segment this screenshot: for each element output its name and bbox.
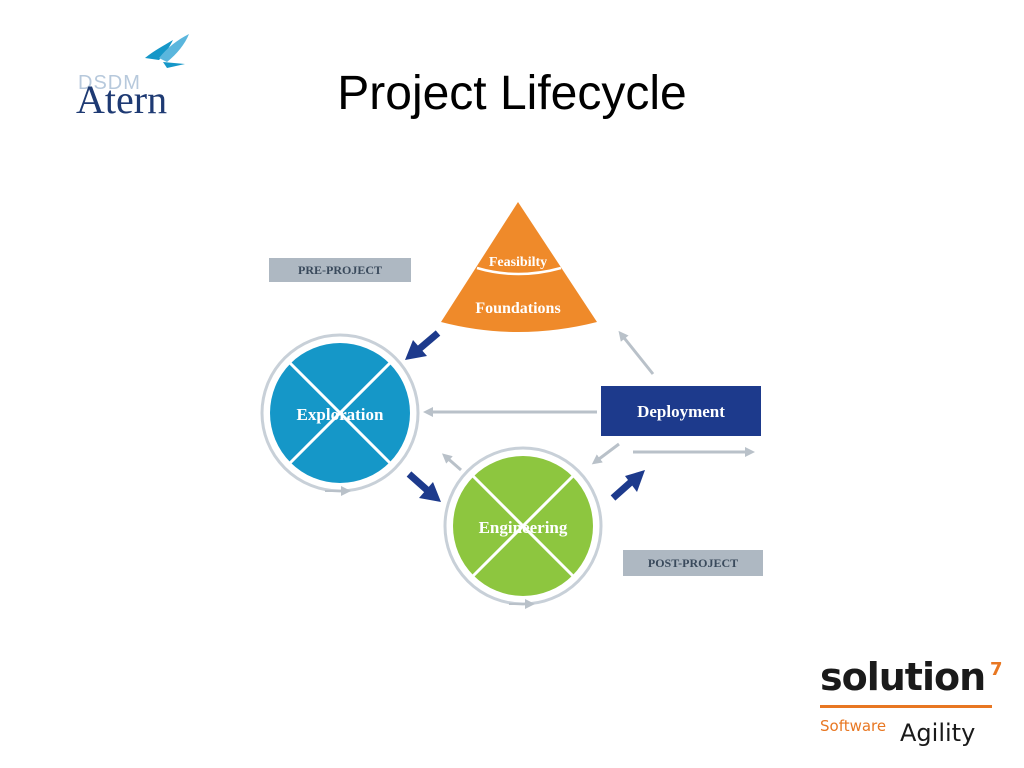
page-title: Project Lifecycle [337, 67, 687, 120]
flow-arrow-exploration-to-engineering [406, 471, 441, 502]
lifecycle-diagram: PRE-PROJECT Feasibilty Foundations Explo… [255, 198, 785, 618]
engineering-phase: Engineering [443, 446, 603, 609]
feasibility-label: Feasibilty [489, 255, 547, 270]
exploration-label: Exploration [297, 405, 384, 424]
arrow-deployment-to-engineering [591, 442, 620, 465]
atern-logo-dsdm-text: DSDM [78, 72, 141, 94]
flow-arrow-foundations-to-exploration [405, 330, 441, 360]
solution7-tagline-software: Software [820, 717, 887, 735]
solution7-tagline-agility: Agility [900, 719, 976, 747]
bird-icon [145, 34, 189, 68]
post-project-label: POST-PROJECT [648, 556, 738, 570]
feasibility-cone-shape [441, 202, 597, 332]
arrow-engineering-to-exploration [441, 453, 462, 472]
post-project-badge: POST-PROJECT [623, 550, 763, 576]
deployment-label: Deployment [637, 402, 725, 421]
solution7-logo: solution 7 Software Agility [812, 655, 1012, 755]
feasibility-foundations-cone: Feasibilty Foundations [441, 202, 597, 332]
lifecycle-diagram-svg: PRE-PROJECT Feasibilty Foundations Explo… [260, 202, 763, 609]
solution7-word: solution [820, 655, 986, 699]
arrow-deployment-to-foundations [618, 330, 655, 375]
deployment-phase: Deployment [601, 386, 761, 436]
engineering-label: Engineering [479, 518, 568, 537]
exploration-phase: Exploration [260, 333, 420, 496]
solution7-superscript: 7 [990, 659, 1003, 680]
pre-project-label: PRE-PROJECT [298, 263, 382, 277]
cone-divider [476, 266, 562, 276]
solution7-underline [820, 705, 992, 708]
pre-project-badge: PRE-PROJECT [269, 258, 411, 282]
atern-logo-text: Atern [76, 77, 168, 122]
atern-logo: DSDM Atern [36, 28, 196, 122]
foundations-label: Foundations [475, 300, 560, 317]
flow-arrow-engineering-to-deployment [610, 470, 645, 501]
deployment-box [601, 386, 761, 436]
